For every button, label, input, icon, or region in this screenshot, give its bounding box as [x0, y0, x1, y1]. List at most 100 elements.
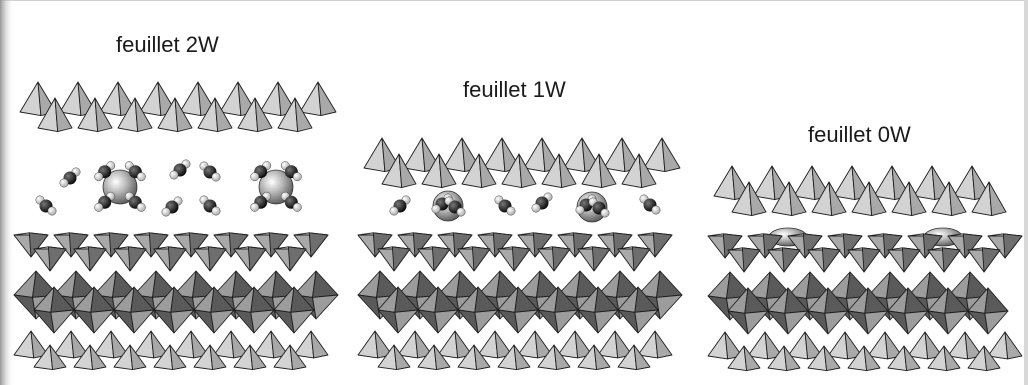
tetrahedron — [874, 166, 895, 200]
hydrogen-atom — [432, 205, 440, 213]
upper-tetrahedral-sheet — [714, 166, 1006, 216]
octahedron-face — [985, 288, 1008, 313]
tetrahedron-face — [632, 247, 650, 271]
tetrahedron-face — [552, 247, 570, 271]
water-molecule — [60, 168, 80, 187]
tetrahedron — [180, 82, 201, 116]
octahedron-face — [313, 295, 339, 319]
tetrahedron-face — [248, 247, 266, 271]
tetrahedron-face — [942, 248, 960, 272]
hydrogen-atom — [293, 203, 301, 211]
tetrahedron-face — [472, 247, 490, 271]
water-molecule — [200, 162, 220, 181]
tetrahedron — [714, 166, 735, 200]
tetrahedron — [604, 138, 625, 172]
hydrogen-atom — [251, 173, 259, 181]
hydrogen-atom — [48, 207, 56, 215]
tetrahedron — [754, 166, 775, 200]
water-molecule — [640, 195, 660, 214]
hydrogen-atom — [390, 207, 398, 215]
hydrogen-atom — [212, 173, 220, 181]
octahedron-face — [945, 311, 968, 334]
tetrahedron-face — [311, 331, 328, 358]
tetrahedron-face — [1005, 332, 1022, 359]
octahedron-face — [251, 310, 274, 333]
tetrahedron — [60, 82, 81, 116]
tetrahedron-face — [288, 247, 306, 271]
octahedron-face — [657, 295, 683, 319]
hydrogen-atom — [60, 179, 68, 187]
tetrahedron-face — [512, 247, 530, 271]
water-molecule — [532, 193, 552, 212]
clay-layer — [358, 233, 682, 370]
octahedron-face — [475, 310, 498, 333]
upper-tetrahedral-sheet — [364, 138, 680, 188]
hydrated-cation — [432, 191, 465, 221]
tetrahedron — [220, 82, 241, 116]
tetrahedron-face — [208, 247, 226, 271]
hydrogen-atom — [601, 209, 609, 217]
tetrahedron-face — [742, 248, 760, 272]
hydrogen-atom — [652, 206, 660, 214]
hydrogen-atom — [137, 203, 145, 211]
water-molecule — [390, 196, 410, 215]
hydrogen-atom — [293, 173, 301, 181]
octahedron-face — [555, 310, 578, 333]
panel-0w — [708, 166, 1022, 371]
octahedron-face — [785, 311, 808, 334]
tetrahedron-face — [309, 233, 328, 257]
panel-1w — [358, 138, 682, 370]
panel-2w — [14, 82, 338, 370]
water-molecule — [200, 196, 220, 215]
tetrahedron-face — [1003, 234, 1022, 258]
tetrahedron — [358, 331, 378, 358]
hydrogen-atom — [162, 208, 170, 216]
hydrogen-atom — [576, 206, 584, 214]
octahedron-face — [905, 311, 928, 334]
tetrahedron — [300, 82, 321, 116]
octahedron-face — [825, 311, 848, 334]
hydrated-cation — [251, 162, 302, 212]
tetrahedron-face — [862, 248, 880, 272]
tetrahedron-face — [982, 248, 1000, 272]
water-molecule — [36, 196, 56, 215]
tetrahedron-face — [128, 247, 146, 271]
octahedron-face — [395, 310, 418, 333]
tetrahedron-face — [902, 248, 920, 272]
octahedron-face — [657, 271, 683, 297]
water-molecule — [170, 160, 190, 179]
octahedron-face — [291, 310, 314, 333]
hydrated-cation — [95, 162, 146, 212]
tetrahedron — [364, 138, 385, 172]
right-border — [1024, 0, 1028, 385]
octahedron-face — [51, 310, 74, 333]
octahedron-face — [313, 271, 339, 297]
tetrahedron — [708, 332, 728, 359]
tetrahedron — [444, 138, 465, 172]
tetrahedron — [140, 82, 161, 116]
tetrahedron-face — [318, 82, 336, 116]
tetrahedron-face — [989, 182, 1006, 216]
tetrahedron — [404, 138, 425, 172]
octahedron-face — [985, 311, 1008, 334]
panel-label-0w: feuillet 0W — [808, 122, 911, 148]
water-molecule — [495, 196, 515, 215]
tetrahedron — [914, 166, 935, 200]
tetrahedron-face — [822, 248, 840, 272]
tetrahedron-face — [782, 248, 800, 272]
octahedron-face — [211, 310, 234, 333]
tetrahedron — [834, 166, 855, 200]
octahedron-face — [865, 311, 888, 334]
octahedron-face — [131, 310, 154, 333]
hydrogen-atom — [170, 171, 178, 179]
tetrahedron-face — [653, 233, 672, 257]
tetrahedron-face — [168, 247, 186, 271]
tetrahedron — [20, 82, 41, 116]
panel-label-1w: feuillet 1W — [463, 77, 566, 103]
tetrahedron-face — [432, 247, 450, 271]
hydrogen-atom — [212, 207, 220, 215]
tetrahedron — [644, 138, 665, 172]
tetrahedron-face — [88, 247, 106, 271]
octahedron-face — [515, 310, 538, 333]
